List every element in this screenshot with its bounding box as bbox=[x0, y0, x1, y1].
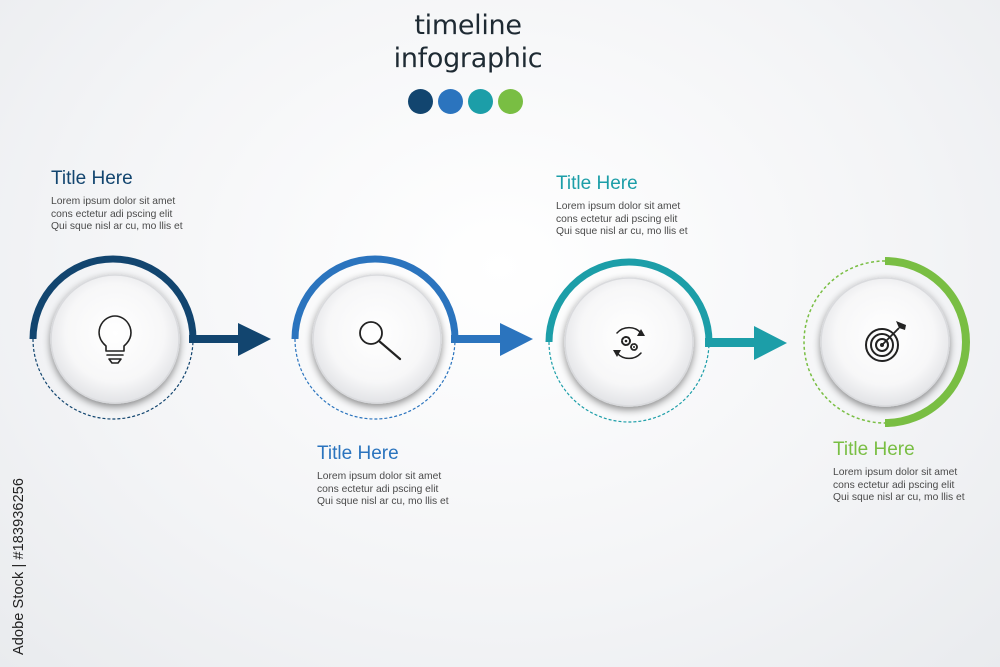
step-4-node bbox=[803, 257, 970, 427]
color-dot-3 bbox=[468, 89, 493, 114]
step-2-desc-line1: Lorem ipsum dolor sit amet bbox=[317, 471, 442, 482]
step-2-desc-line3: Qui sque nisl ar cu, mo llis et bbox=[317, 496, 449, 507]
step-1-title: Title Here bbox=[51, 168, 133, 189]
step-3-desc-line2: cons ectetur adi pscing elit bbox=[556, 213, 678, 225]
step-4-text: Title Here Lorem ipsum dolor sit amet co… bbox=[833, 439, 1000, 505]
step-1-desc-line1: Lorem ipsum dolor sit amet bbox=[51, 196, 176, 207]
gears-cycle-icon bbox=[613, 326, 645, 360]
step-3-text: Title Here Lorem ipsum dolor sit amet co… bbox=[556, 173, 756, 239]
step-1-arrow bbox=[189, 323, 271, 356]
step-4-title: Title Here bbox=[833, 439, 915, 460]
step-3-arc bbox=[545, 258, 713, 343]
step-2-title: Title Here bbox=[317, 443, 399, 464]
step-1-text: Title Here Lorem ipsum dolor sit amet co… bbox=[51, 168, 251, 234]
lightbulb-icon bbox=[98, 315, 132, 364]
target-icon bbox=[865, 321, 906, 362]
step-3-desc-line3: Qui sque nisl ar cu, mo llis et bbox=[556, 226, 688, 237]
color-dot-1 bbox=[408, 89, 433, 114]
step-2-disc bbox=[312, 274, 442, 404]
step-1-disc bbox=[50, 274, 180, 404]
step-3-node bbox=[545, 258, 787, 423]
infographic-title-line2: infographic bbox=[393, 43, 543, 74]
color-dot-2 bbox=[438, 89, 463, 114]
step-2-node bbox=[291, 255, 533, 420]
step-1-arc bbox=[29, 255, 197, 340]
step-4-desc-line3: Qui sque nisl ar cu, mo llis et bbox=[833, 492, 965, 503]
infographic-title-line1: timeline bbox=[414, 10, 522, 41]
step-1-desc-line2: cons ectetur adi pscing elit bbox=[51, 208, 173, 220]
step-2-arc bbox=[291, 255, 459, 340]
step-2-desc-line2: cons ectetur adi pscing elit bbox=[317, 483, 439, 495]
step-4-dashed-arc bbox=[803, 260, 886, 424]
step-4-arc bbox=[884, 257, 970, 427]
step-3-arrow bbox=[705, 326, 787, 360]
step-4-desc-line1: Lorem ipsum dolor sit amet bbox=[833, 467, 958, 478]
step-2-arrow bbox=[451, 323, 533, 356]
step-1-dashed-arc bbox=[32, 338, 194, 420]
step-2-text: Title Here Lorem ipsum dolor sit amet co… bbox=[317, 443, 517, 509]
step-3-title: Title Here bbox=[556, 173, 638, 194]
step-3-dashed-arc bbox=[548, 341, 710, 423]
stock-id-label: Adobe Stock | #183936256 bbox=[11, 477, 27, 655]
magnifier-icon bbox=[359, 321, 402, 361]
step-2-dashed-arc bbox=[294, 338, 456, 420]
step-1-desc-line3: Qui sque nisl ar cu, mo llis et bbox=[51, 221, 183, 232]
color-dot-4 bbox=[498, 89, 523, 114]
step-3-desc-line1: Lorem ipsum dolor sit amet bbox=[556, 201, 681, 212]
step-4-desc-line2: cons ectetur adi pscing elit bbox=[833, 479, 955, 491]
step-1-node bbox=[29, 255, 271, 420]
